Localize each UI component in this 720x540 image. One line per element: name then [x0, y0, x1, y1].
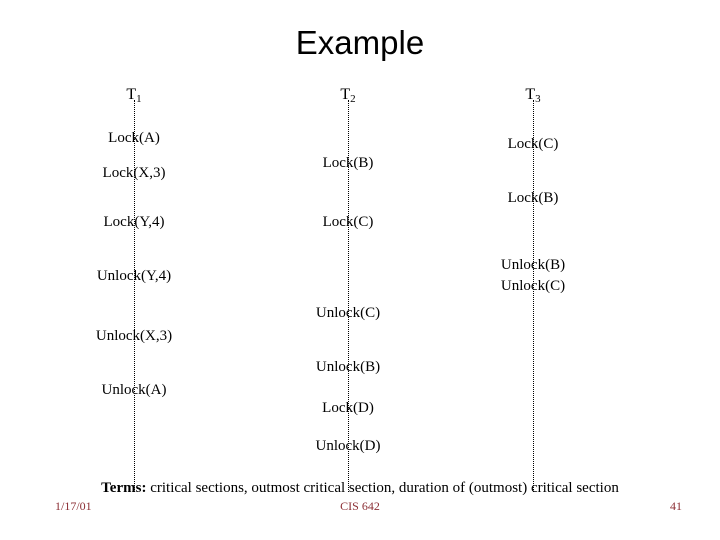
thread-index: 3	[535, 93, 541, 105]
operation-label: Lock(B)	[507, 190, 559, 206]
page-title: Example	[295, 24, 425, 61]
timeline-axis-t3	[533, 100, 534, 492]
thread-label: T	[340, 86, 351, 103]
operation-label: Lock(X,3)	[102, 165, 166, 181]
operation-label: Lock(C)	[322, 214, 374, 230]
thread-header-t3: T3	[525, 86, 540, 105]
footer-course: CIS 642	[340, 499, 380, 513]
operation-label: Lock(Y,4)	[103, 214, 165, 230]
operation-label: Unlock(C)	[315, 305, 381, 321]
footer-date: 1/17/01	[55, 499, 92, 513]
operation-label: Unlock(A)	[101, 382, 167, 398]
operation-label: Lock(A)	[108, 130, 160, 146]
thread-index: 2	[350, 93, 356, 105]
operation-label: Unlock(B)	[315, 359, 381, 375]
thread-header-t1: T1	[126, 86, 141, 105]
operation-label: Lock(C)	[507, 136, 559, 152]
operation-label: Lock(B)	[322, 155, 374, 171]
thread-label: T	[525, 86, 536, 103]
thread-index: 1	[136, 93, 142, 105]
timeline-axis-t1	[134, 100, 135, 492]
operation-label: Unlock(D)	[315, 438, 381, 454]
terms-body: critical sections, outmost critical sect…	[146, 480, 619, 496]
thread-label: T	[126, 86, 137, 103]
operation-label: Unlock(B)	[500, 257, 566, 273]
operation-label: Unlock(Y,4)	[96, 268, 172, 284]
operation-label: Unlock(X,3)	[95, 328, 173, 344]
terms-line: Terms: critical sections, outmost critic…	[0, 479, 720, 497]
timeline-axis-t2	[348, 100, 349, 492]
operation-label: Unlock(C)	[500, 278, 566, 294]
terms-label: Terms:	[101, 480, 147, 496]
operation-label: Lock(D)	[322, 400, 374, 416]
thread-header-t2: T2	[340, 86, 355, 105]
footer-page-number: 41	[670, 499, 682, 513]
